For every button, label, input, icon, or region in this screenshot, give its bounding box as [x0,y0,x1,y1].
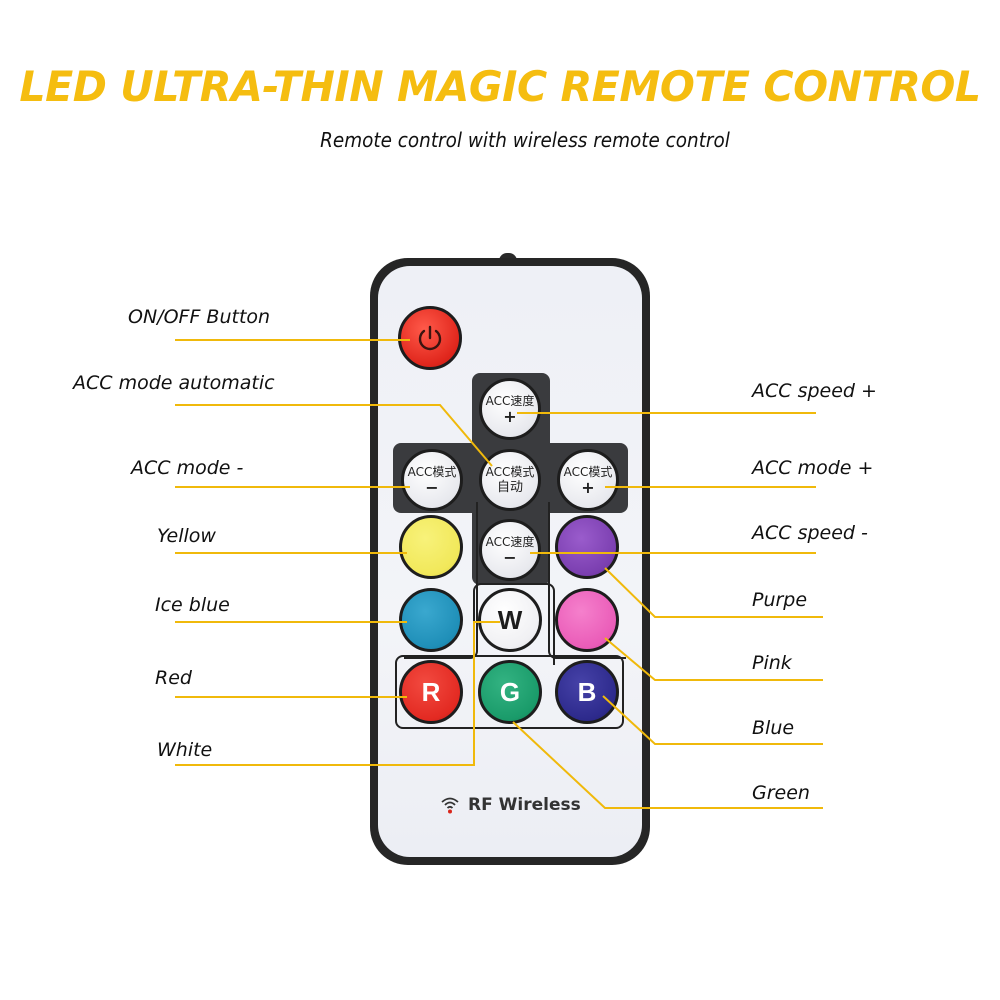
label-green: Green [752,782,810,804]
acc-mode-minus-label: ACC模式 [407,464,457,479]
label-pink: Pink [752,652,792,674]
acc-mode-auto-label: ACC模式 [485,465,535,479]
acc-speed-plus-button[interactable]: ACC速度 + [479,378,541,440]
label-white: White [157,739,213,761]
power-button[interactable] [398,306,462,370]
auto-label: 自动 [496,480,523,495]
acc-speed-minus-button[interactable]: ACC速度 − [479,519,541,581]
yellow-button[interactable] [399,515,463,579]
power-icon [418,325,442,351]
label-ice-blue: Ice blue [155,594,230,616]
minus-symbol: − [503,547,517,567]
label-acc-mode-plus: ACC mode + [752,457,874,479]
label-on-off-button: ON/OFF Button [128,306,271,328]
label-blue: Blue [752,717,795,739]
rf-wireless-brand: RF Wireless [440,795,581,815]
green-letter: G [499,676,521,707]
page-title: LED ULTRA-THIN MAGIC REMOTE CONTROL [19,62,981,111]
acc-speed-plus-label: ACC速度 [485,393,535,408]
label-acc-mode-minus: ACC mode - [131,457,244,479]
white-button[interactable]: W [478,588,542,652]
minus-symbol: − [425,477,439,497]
acc-mode-plus-button[interactable]: ACC模式 + [557,449,619,511]
plus-symbol: + [581,477,595,497]
acc-mode-minus-button[interactable]: ACC模式 − [401,449,463,511]
blue-letter: B [577,676,597,707]
plus-symbol: + [503,406,517,426]
wifi-signal-icon [441,797,459,814]
remote-antenna-nub [499,253,517,261]
acc-speed-minus-label: ACC速度 [485,534,535,549]
right-color-frame [548,502,626,659]
green-button[interactable]: G [478,660,542,724]
page-subtitle: Remote control with wireless remote cont… [320,128,730,152]
white-letter: W [497,604,523,635]
label-acc-mode-automatic: ACC mode automatic [73,372,275,394]
acc-mode-auto-button[interactable]: ACC模式 自动 [479,449,541,511]
label-acc-speed-minus: ACC speed - [752,522,868,544]
pink-button[interactable] [555,588,619,652]
label-red: Red [155,667,192,689]
purple-button[interactable] [555,515,619,579]
rf-wireless-label: RF Wireless [468,795,581,815]
ice-blue-button[interactable] [399,588,463,652]
red-letter: R [421,676,441,707]
red-button[interactable]: R [399,660,463,724]
label-yellow: Yellow [157,525,216,547]
blue-button[interactable]: B [555,660,619,724]
label-purple: Purpe [752,589,808,611]
label-acc-speed-plus: ACC speed + [752,380,877,402]
acc-mode-plus-label: ACC模式 [563,464,613,479]
